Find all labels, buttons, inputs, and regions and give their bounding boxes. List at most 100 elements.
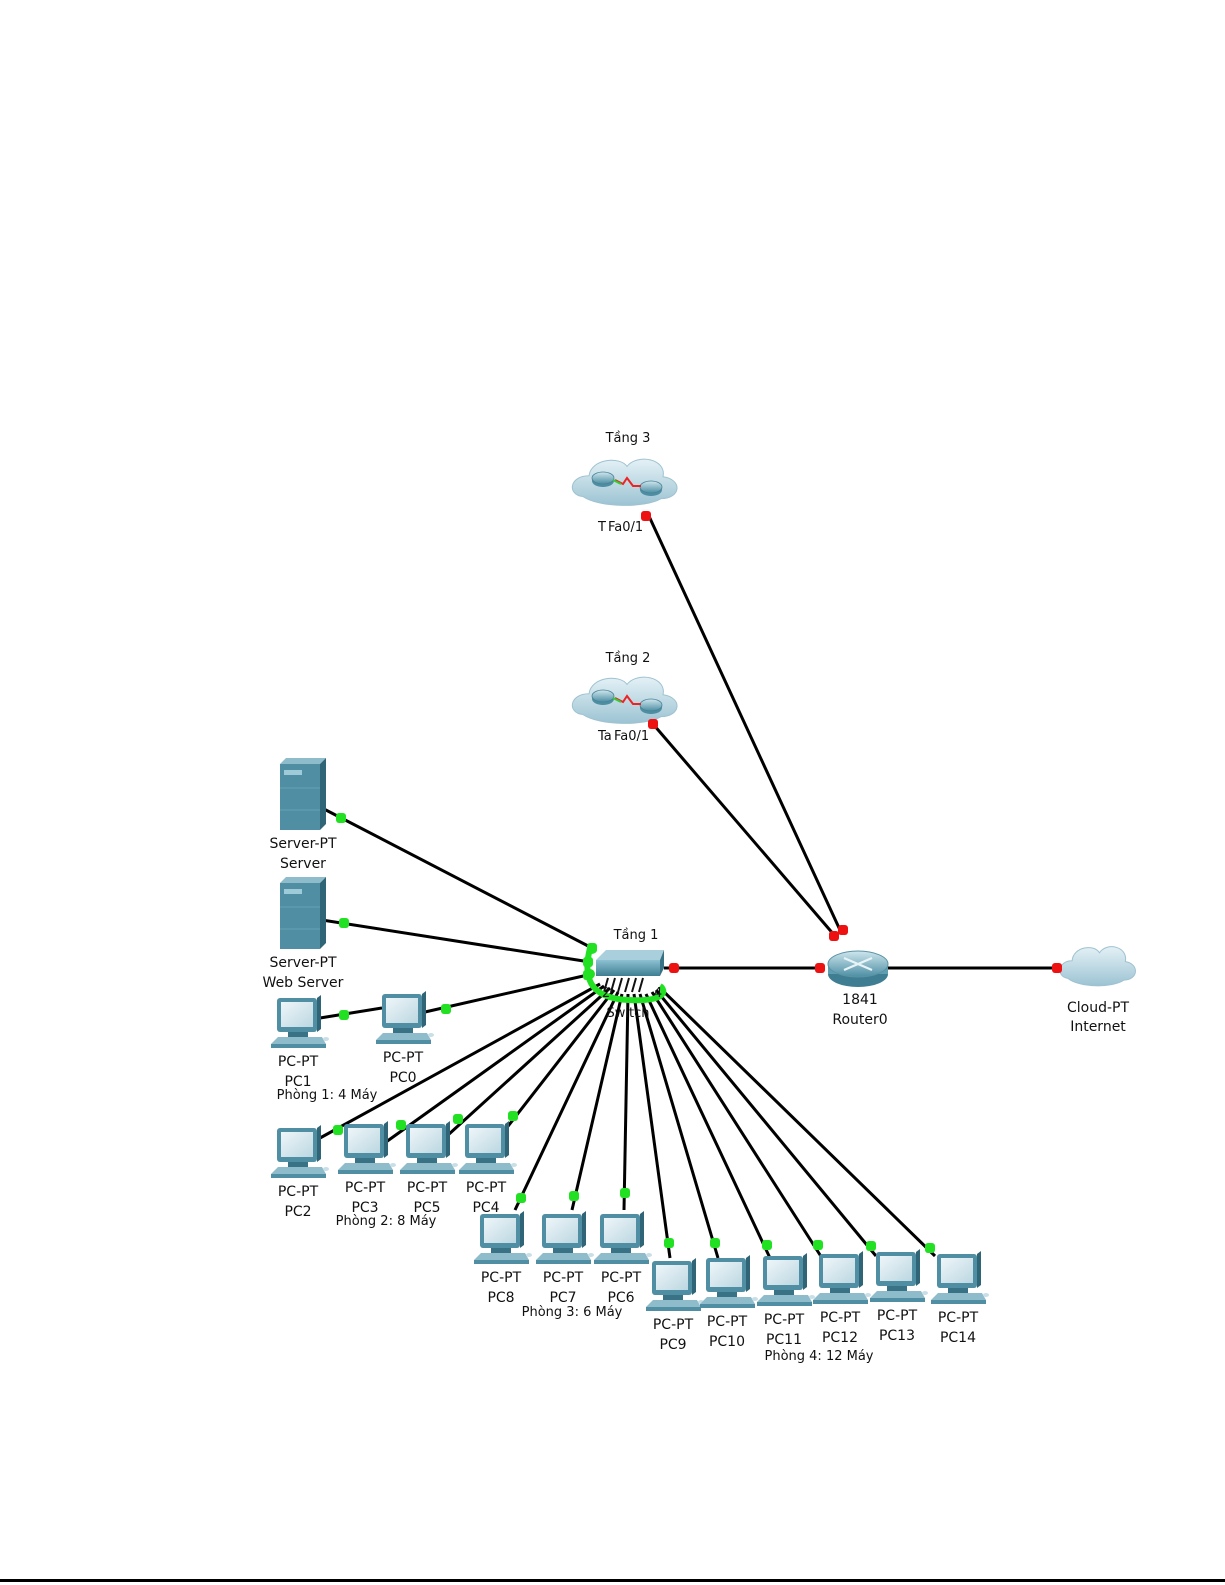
device-pc6[interactable] [594,1211,652,1264]
device-pc5[interactable] [400,1121,458,1174]
device-webserver[interactable] [280,877,326,949]
device-server[interactable] [280,758,326,830]
link-pc8-switch[interactable] [513,991,620,1211]
pc-keyboard-front [459,1170,514,1174]
switch-cable [603,977,609,993]
link-pc7-switch[interactable] [570,993,624,1211]
port-status-light-router0-internet-0 [1052,963,1062,973]
pc-screen [410,1128,442,1153]
switch-port-num-a: 2 [602,986,610,1001]
pc-keyboard-front [646,1307,701,1311]
link-pc2-switch[interactable] [319,982,601,1140]
pc-model-label: PC-PT [820,1310,861,1326]
link-pc6-switch[interactable] [622,993,630,1211]
pc-keyboard-icon [646,1300,701,1307]
port-label-tang3: Fa0/1 [608,520,643,535]
link-pc14-switch[interactable] [658,986,937,1258]
link-pc10-switch[interactable] [638,993,720,1259]
link-pc11-switch[interactable] [644,993,772,1259]
device-switch[interactable] [596,950,664,993]
pc-mouse-icon [752,1297,758,1301]
port-status-light-switch-router0-1 [815,963,825,973]
device-pc9[interactable] [646,1258,704,1311]
device-tang2[interactable] [572,676,678,724]
internet-model: Cloud-PT [1067,1000,1129,1016]
device-pc3[interactable] [338,1121,396,1174]
device-pc14[interactable] [931,1251,989,1304]
pc-keyboard-icon [594,1253,649,1260]
port-prefix-tang2: Ta [597,729,612,744]
pc-screen [656,1265,688,1290]
port-status-light-pc8-switch-0 [516,1193,526,1203]
pc-monitor-side [422,991,426,1028]
device-pc1[interactable] [271,995,329,1048]
device-pc12[interactable] [813,1251,871,1304]
router-icon-left [591,689,615,703]
pc-keyboard-icon [700,1297,755,1304]
pc-labels-layer: PC-PTPC1PC-PTPC0PC-PTPC2PC-PTPC3PC-PTPC5… [278,1050,979,1353]
device-tang3[interactable] [572,458,678,506]
pc-screen [484,1218,516,1243]
ports-layer [333,511,1062,1253]
device-pc13[interactable] [870,1249,928,1302]
router-icon-right [639,480,663,494]
room-label-3: Phòng 3: 6 Máy [522,1305,623,1320]
device-pc7[interactable] [536,1211,594,1264]
pc-keyboard-front [474,1260,529,1264]
device-pc8[interactable] [474,1211,532,1264]
link-webserver-switch[interactable] [321,918,591,964]
device-pc2[interactable] [271,1125,329,1178]
pc-keyboard-front [400,1170,455,1174]
link-pc1-pc0[interactable] [319,1006,383,1020]
device-pc11[interactable] [757,1253,815,1306]
pc-keyboard-icon [813,1293,868,1300]
link-pc4-switch[interactable] [503,989,616,1131]
node-title-tang3: Tầng 3 [605,431,651,446]
device-pc4[interactable] [459,1121,517,1174]
pc-mouse-icon [428,1033,434,1037]
pc-monitor-side [317,995,321,1032]
link-pc9-switch[interactable] [632,993,672,1259]
pc-model-label: PC-PT [466,1180,507,1196]
pc-name-label: PC14 [940,1330,976,1346]
link-pc5-switch[interactable] [446,986,612,1137]
pc-keyboard-icon [931,1293,986,1300]
link-pc12-switch[interactable] [650,991,824,1259]
page-bottom-rule [0,1579,1225,1582]
pc-keyboard-icon [400,1163,455,1170]
pc-name-label: PC12 [822,1330,858,1346]
links-layer [319,513,1058,1259]
link-pc0-switch[interactable] [424,972,593,1014]
link-pc3-switch[interactable] [385,984,605,1144]
pc-name-label: PC11 [766,1332,802,1348]
pc-stand [417,1158,437,1163]
pc-monitor-side [692,1258,696,1295]
link-pc13-switch[interactable] [654,989,878,1257]
pc-screen [281,1132,313,1157]
labels-layer: Tầng 3 T Fa0/1 Tầng 2 Ta Fa0/1 Tầng 1 Sw… [263,431,1130,1364]
pc-monitor-side [916,1249,920,1286]
pc-mouse-icon [983,1293,989,1297]
pc-keyboard-icon [271,1167,326,1174]
pc-name-label: PC3 [351,1200,378,1216]
port-status-light-pc1-pc0-0 [339,1010,349,1020]
device-router0[interactable] [827,950,889,987]
pc-screen [348,1128,380,1153]
device-pc10[interactable] [700,1255,758,1308]
nodes-layer [271,458,1136,1311]
link-tang3-router0[interactable] [646,513,842,931]
router-icon-right [639,698,663,712]
link-tang2-router0[interactable] [651,723,837,937]
switch-side [660,950,664,976]
port-status-light-pc14-switch-0 [925,1243,935,1253]
port-label-tang2: Fa0/1 [614,729,649,744]
switch-cable [638,977,644,993]
device-pc0[interactable] [376,991,434,1044]
link-server-switch[interactable] [321,806,593,950]
pc-keyboard-icon [536,1253,591,1260]
pc-screen [823,1258,855,1283]
device-internet[interactable] [1059,946,1136,987]
router-icon-left [591,471,615,485]
pc-model-label: PC-PT [383,1050,424,1066]
